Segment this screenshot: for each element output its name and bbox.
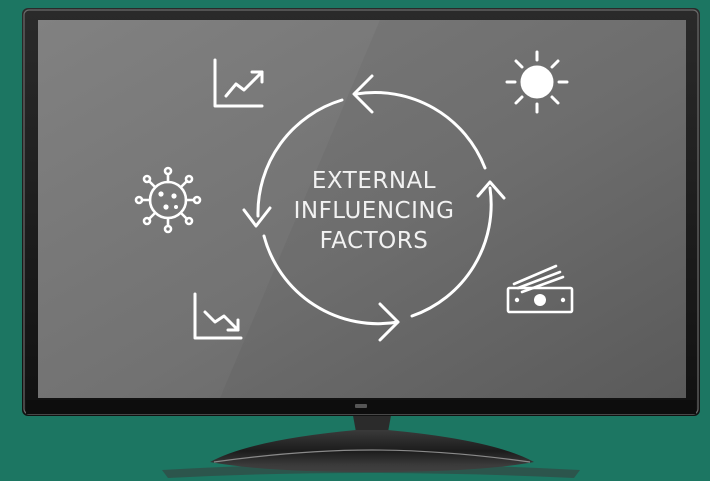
center-label-line2: INFLUENCING: [293, 198, 455, 224]
tv-screen: [38, 20, 686, 398]
center-label: EXTERNAL INFLUENCING FACTORS: [262, 166, 486, 256]
cycle-arc-left: [256, 98, 344, 218]
center-label-line1: EXTERNAL: [311, 168, 437, 194]
virus-icon: [134, 166, 202, 234]
money-icon: [506, 264, 574, 314]
arrow-head-bottom: [378, 302, 400, 342]
arrow-head-top: [352, 74, 374, 114]
sun-icon: [505, 50, 569, 114]
chart-down-icon: [193, 292, 243, 340]
cycle-arc-right: [410, 186, 493, 318]
chart-up-icon: [213, 58, 264, 108]
cycle-diagram: [242, 74, 506, 342]
arrow-head-left: [242, 206, 272, 228]
arrow-head-right: [476, 180, 506, 200]
center-label-line3: FACTORS: [319, 228, 429, 254]
tv-stand: [162, 410, 580, 478]
cycle-arc-top: [354, 90, 487, 170]
cycle-arc-bottom: [262, 234, 400, 326]
